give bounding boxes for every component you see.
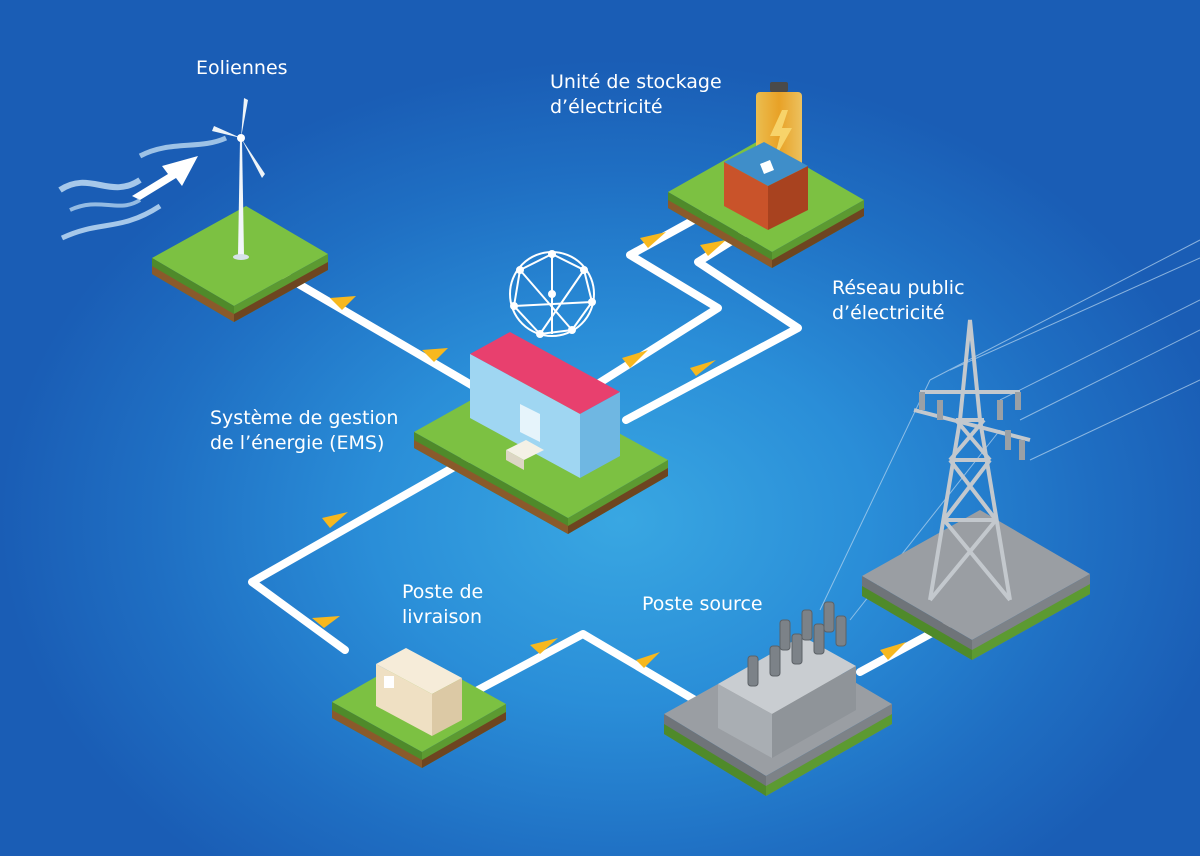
label-ems: Système de gestion de l’énergie (EMS) — [210, 406, 398, 456]
flow-arrow — [700, 240, 726, 256]
flow-arrow — [636, 652, 660, 668]
label-ems-line-1: Système de gestion — [210, 407, 399, 429]
flow-arrow — [640, 232, 666, 248]
cable-wind-ems — [274, 268, 484, 394]
delivery-substation-icon — [376, 648, 462, 736]
wind-arrow-icon — [58, 135, 228, 241]
flow-arrow — [690, 360, 716, 376]
label-delivery-line-2: livraison — [402, 606, 483, 628]
cable-ems-storage-2 — [622, 228, 802, 424]
flow-arrow — [322, 512, 348, 528]
label-storage-line-2: d’électricité — [550, 96, 663, 118]
flow-arrow — [880, 642, 906, 660]
label-source: Poste source — [642, 592, 763, 617]
label-wind: Eoliennes — [196, 56, 288, 81]
pylon-icon — [913, 319, 1031, 602]
flow-arrow — [622, 350, 648, 368]
cable-delivery-source — [474, 630, 709, 710]
label-grid-line-1: Réseau public — [832, 277, 965, 299]
flow-arrow — [312, 616, 340, 628]
label-delivery-line-1: Poste de — [402, 581, 484, 603]
cable-ems-delivery — [248, 454, 474, 654]
flow-arrows — [312, 232, 906, 668]
flow-arrow — [330, 296, 356, 310]
transformer-icon — [718, 601, 856, 758]
flow-arrow — [530, 638, 558, 654]
grid-platform — [862, 510, 1090, 660]
ems-container-icon — [470, 332, 620, 478]
flow-arrow — [422, 348, 448, 362]
label-storage: Unité de stockage d’électricité — [550, 70, 722, 120]
label-source-line-1: Poste source — [642, 593, 763, 615]
label-delivery: Poste de livraison — [402, 580, 483, 630]
label-storage-line-1: Unité de stockage — [550, 71, 722, 93]
label-wind-line-1: Eoliennes — [196, 57, 288, 79]
label-ems-line-2: de l’énergie (EMS) — [210, 432, 385, 454]
network-sphere-icon — [509, 250, 596, 338]
label-grid: Réseau public d’électricité — [832, 276, 965, 326]
cable-ems-storage-1 — [592, 206, 722, 389]
label-grid-line-2: d’électricité — [832, 302, 945, 324]
wind-turbine-icon — [212, 98, 265, 260]
storage-container-icon — [724, 142, 808, 230]
